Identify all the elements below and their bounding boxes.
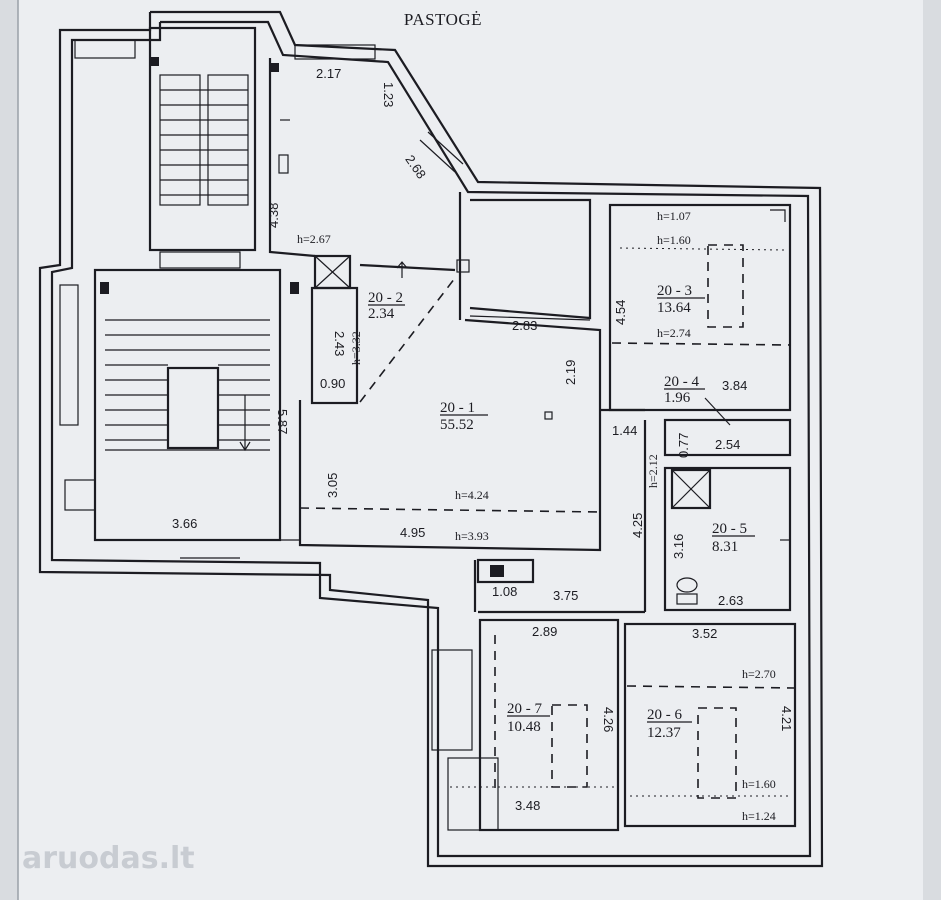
height-h-1-07: h=1.07: [657, 209, 691, 223]
upper-corridor: [268, 58, 470, 320]
staircase-lower: [93, 268, 299, 542]
room-20-4-area: 1.96: [664, 390, 691, 406]
room-20-2-id: 20 - 2: [368, 290, 403, 306]
dim-1-08: 1.08: [492, 584, 517, 599]
dim-4-26: 4.26: [601, 707, 616, 732]
dim-4-25: 4.25: [630, 513, 645, 538]
height-h-1-60-lower: h=1.60: [742, 777, 776, 791]
height-h-3-93: h=3.93: [455, 529, 489, 543]
dim-2-63: 2.63: [718, 593, 743, 608]
room-20-5-outline: [663, 466, 792, 612]
dim-3-52: 3.52: [692, 626, 717, 641]
height-h-2-74: h=2.74: [657, 326, 691, 340]
height-h-1-60-upper: h=1.60: [657, 233, 691, 247]
room-labels: 20 - 2 2.34 20 - 1 55.52 20 - 3 13.64 20…: [368, 283, 755, 741]
room-20-6-id: 20 - 6: [647, 707, 682, 723]
height-h-3-32: h=3.32: [349, 331, 363, 365]
dim-3-66: 3.66: [172, 516, 197, 531]
room-20-4-id: 20 - 4: [664, 374, 699, 390]
staircase-upper: [148, 26, 279, 252]
room-20-1-id: 20 - 1: [440, 400, 475, 416]
dim-1-23: 1.23: [381, 82, 396, 107]
height-h-2-67: h=2.67: [297, 232, 331, 246]
room-20-4-outline: [663, 397, 792, 457]
dim-2-54: 2.54: [715, 437, 740, 452]
height-h-2-70: h=2.70: [742, 667, 776, 681]
dim-4-54: 4.54: [613, 300, 628, 325]
dim-3-05: 3.05: [325, 473, 340, 498]
dim-5-87: 5.87: [275, 409, 290, 434]
dim-3-75: 3.75: [553, 588, 578, 603]
room-20-2-area: 2.34: [368, 306, 395, 322]
dim-2-83: 2.83: [512, 318, 537, 333]
dimension-labels: 2.17 1.23 2.68 4.38 h=2.67 2.43 h=3.32 0…: [172, 66, 794, 823]
height-h-4-24: h=4.24: [455, 488, 489, 502]
upper-small-room: [469, 198, 592, 321]
dim-4-95: 4.95: [400, 525, 425, 540]
room-20-1-outline: [298, 277, 602, 552]
plan-title: PASTOGĖ: [404, 10, 482, 29]
room-20-6-area: 12.37: [647, 725, 681, 741]
watermark-logo: aruodas.lt: [22, 841, 195, 876]
room-20-1-area: 55.52: [440, 417, 474, 433]
room-20-5-id: 20 - 5: [712, 521, 747, 537]
left-misc-walls: [59, 39, 473, 751]
corridor-walls: [473, 408, 647, 614]
height-h-1-24: h=1.24: [742, 809, 776, 823]
room-20-5-area: 8.31: [712, 539, 738, 555]
room-20-7-outline: [447, 618, 620, 832]
room-20-7-area: 10.48: [507, 719, 541, 735]
room-20-2-outline: [310, 254, 456, 405]
dim-2-43: 2.43: [332, 331, 347, 356]
room-20-7-id: 20 - 7: [507, 701, 542, 717]
room-20-3-id: 20 - 3: [657, 283, 692, 299]
dim-0-77: 0.77: [676, 433, 691, 458]
dim-3-84: 3.84: [722, 378, 747, 393]
room-20-3-area: 13.64: [657, 300, 691, 316]
dim-2-19: 2.19: [563, 360, 578, 385]
dim-1-44: 1.44: [612, 423, 637, 438]
dim-2-17: 2.17: [316, 66, 341, 81]
dim-3-16: 3.16: [671, 534, 686, 559]
dim-4-21: 4.21: [779, 706, 794, 731]
dim-3-48: 3.48: [515, 798, 540, 813]
dim-2-89: 2.89: [532, 624, 557, 639]
dim-0-90: 0.90: [320, 376, 345, 391]
dim-4-38: 4.38: [266, 203, 281, 228]
outer-walls: [38, 10, 824, 868]
room-20-3-outline: [608, 203, 792, 412]
room-20-6-outline: [623, 622, 797, 828]
height-h-2-12: h=2.12: [646, 454, 660, 488]
